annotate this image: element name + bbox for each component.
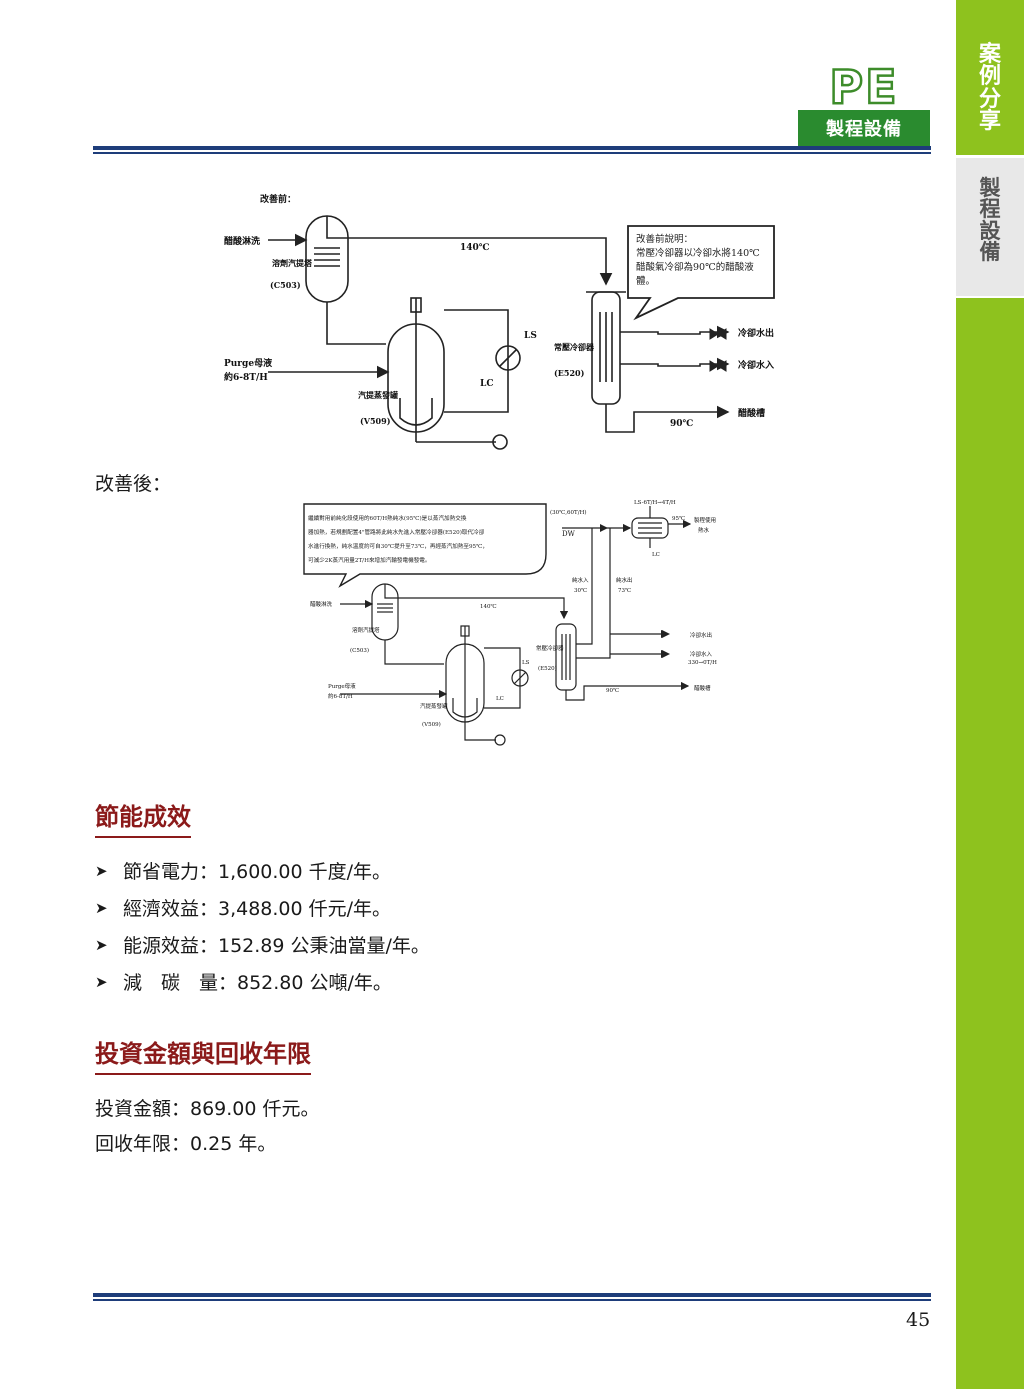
list-item-text: 節省電力：1,600.00 千度/年。 — [123, 861, 392, 883]
diagram-label: 330→0T/H — [688, 660, 717, 666]
side-bar-fill — [956, 298, 1024, 1389]
diagram-label: 醋酸槽 — [738, 407, 765, 419]
side-tab-case-share: 案 例 分 享 — [956, 0, 1024, 155]
arrow-bullet-icon: ➤ — [95, 861, 108, 880]
diagram-label: 醋酸槽 — [694, 684, 711, 692]
diagram-label: (C503) — [270, 280, 301, 290]
diagram-label: 溶劑汽提塔 — [272, 258, 313, 268]
diagram-label: 醋酸淋洗 — [224, 235, 260, 247]
list-item-text: 經濟效益：3,488.00 仟元/年。 — [123, 898, 392, 920]
diagram-before-title: 改善前： — [260, 193, 296, 205]
list-item: ➤ 減 碳 量：852.80 公噸/年。 — [95, 963, 430, 1000]
process-diagram-before: 改善前： 醋酸淋洗 溶劑汽提塔 (C503) 140℃ Purge母液 約6-8… — [224, 193, 775, 450]
diagram-label: 90℃ — [606, 687, 619, 694]
diagram-label: (E520) — [554, 368, 585, 378]
diagram-note-line: 醋酸氣冷卻為90℃的醋酸液 — [636, 261, 754, 273]
diagram-label: LS — [524, 331, 537, 341]
diagram-label: 汽提蒸發罐 — [420, 702, 448, 710]
diagram-label: 約6-8T/H — [224, 371, 268, 383]
diagram-label: (30℃,60T/H) — [550, 509, 587, 516]
side-tab-process-equipment: 製 程 設 備 — [956, 158, 1024, 296]
after-label: 改善後： — [95, 473, 172, 495]
list-item-text: 減 碳 量：852.80 公噸/年。 — [123, 972, 392, 994]
diagram-label: 冷卻水入 — [690, 650, 713, 658]
diagram-label: 汽提蒸發罐 — [358, 390, 398, 400]
diagram-label: 熱水 — [698, 526, 710, 534]
diagram-label: 常壓冷卻器 — [554, 342, 595, 352]
arrow-bullet-icon: ➤ — [95, 972, 108, 991]
arrow-bullet-icon: ➤ — [95, 935, 108, 954]
svg-text:PE: PE — [829, 64, 898, 110]
diagram-note-line: 繼續對用前純化段使用的60T/H熱純水(95℃)是以蒸汽加熱交換 — [308, 514, 467, 522]
diagram-note-line: 可減少2K蒸汽用量2T/H來增加汽輪發電機發電。 — [308, 556, 430, 564]
arrow-bullet-icon: ➤ — [95, 898, 108, 917]
diagram-label: 90℃ — [670, 419, 694, 429]
diagram-label: 140℃ — [480, 603, 497, 610]
side-tab-char: 設 — [979, 218, 1001, 243]
section-title-investment: 投資金額與回收年限 — [95, 1034, 311, 1075]
footer-rule — [93, 1293, 931, 1301]
diagram-label: 冷卻水出 — [738, 327, 774, 339]
diagram-label: LC — [652, 552, 660, 558]
payback-period: 回收年限：0.25 年。 — [95, 1133, 277, 1155]
chapter-label: 製程設備 — [798, 110, 930, 146]
diagram-label: 製程使用 — [694, 516, 716, 524]
diagram-label: LC — [496, 696, 504, 702]
diagram-note-line: 體。 — [636, 275, 655, 287]
diagram-label: Purge母液 — [224, 357, 273, 369]
list-item: ➤ 經濟效益：3,488.00 仟元/年。 — [95, 889, 430, 926]
diagram-label: 73℃ — [618, 587, 631, 594]
diagram-label: 冷卻水入 — [738, 359, 774, 371]
diagram-label: (V509) — [360, 416, 391, 426]
diagram-label: 醋酸淋洗 — [310, 600, 333, 608]
pe-logo: PE — [828, 64, 898, 110]
list-item: ➤ 能源效益：152.89 公秉油當量/年。 — [95, 926, 430, 963]
list-item-text: 能源效益：152.89 公秉油當量/年。 — [123, 935, 430, 957]
diagram-note-line: 改善前說明： — [636, 233, 693, 245]
diagram-label: 約6-8T/H — [328, 692, 353, 700]
diagram-label: 常壓冷卻器 — [536, 644, 564, 652]
side-tab-char: 製 — [979, 176, 1001, 200]
diagram-note-line: 常壓冷卻器以冷卻水將140℃ — [636, 247, 760, 259]
side-tab-char: 例 — [978, 64, 1001, 90]
header-rule — [93, 146, 931, 154]
diagram-label: (V509) — [422, 721, 441, 728]
list-item: ➤ 節省電力：1,600.00 千度/年。 — [95, 852, 430, 889]
diagram-label: 純水出 — [616, 576, 633, 584]
diagram-label: 溶劑汽提塔 — [352, 626, 380, 634]
diagram-label: (E520) — [538, 665, 557, 672]
savings-list: ➤ 節省電力：1,600.00 千度/年。 ➤ 經濟效益：3,488.00 仟元/年… — [95, 852, 430, 1000]
diagram-note-line: 水進行換熱，純水溫度約可自30℃提升至73℃，再經蒸汽加熱至95℃， — [308, 542, 488, 550]
diagram-note-line: 器加熱，若規劃配置4"管路將此純水先進入常壓冷卻器(E520)取代冷卻 — [308, 528, 485, 536]
process-diagram-after: 繼續對用前純化段使用的60T/H熱純水(95℃)是以蒸汽加熱交換 器加熱，若規劃… — [303, 500, 717, 746]
diagram-label: LS — [522, 660, 530, 666]
page-number: 45 — [906, 1309, 931, 1331]
diagram-label: 140℃ — [460, 243, 490, 253]
section-title-savings: 節能成效 — [95, 797, 191, 838]
investment-amount: 投資金額：869.00 仟元。 — [95, 1098, 320, 1120]
diagram-label: 30℃ — [574, 587, 587, 594]
diagram-label: LC — [480, 379, 494, 389]
diagram-label: DW — [562, 530, 576, 538]
diagram-label: 純水入 — [572, 576, 589, 584]
diagram-label: LS-6T/H→4T/H — [634, 500, 676, 506]
side-tab-char: 案 — [978, 42, 1001, 67]
diagram-label: (C503) — [350, 647, 369, 654]
side-tab-char: 分 — [978, 86, 1001, 112]
diagram-label: 95℃ — [672, 515, 685, 522]
diagram-label: Purge母液 — [328, 682, 356, 690]
diagram-label: 冷卻水出 — [690, 631, 712, 639]
side-tab-char: 享 — [978, 109, 1001, 135]
side-tab-char: 備 — [979, 240, 1001, 265]
side-tab-char: 程 — [979, 197, 1001, 222]
